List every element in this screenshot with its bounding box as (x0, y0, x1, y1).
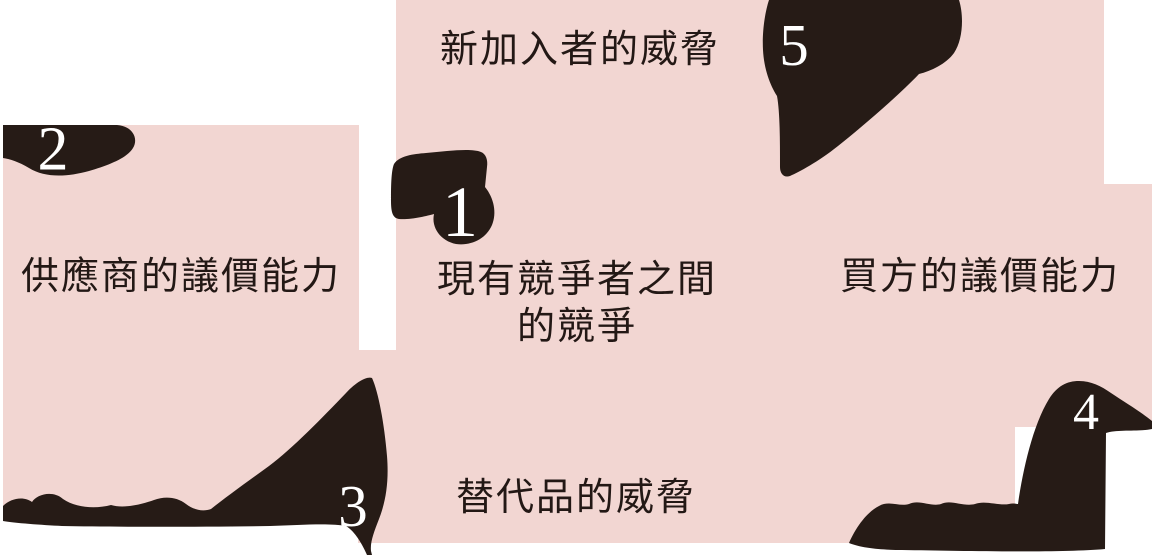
numeral-3: 3 (338, 473, 368, 540)
label-buyers: 買方的議價能力 (840, 256, 1121, 298)
label-substitutes: 替代品的威脅 (456, 477, 697, 519)
brush-badge-new-entrants (762, 0, 962, 177)
brush-badge-substitutes (3, 377, 388, 555)
numeral-4: 4 (1073, 383, 1099, 441)
label-rivalry-line1: 現有競爭者之間 (436, 259, 717, 301)
brush-badge-buyers (849, 381, 1152, 552)
brush-badge-rivalry (391, 150, 495, 245)
label-suppliers: 供應商的議價能力 (21, 256, 342, 298)
numeral-2: 2 (37, 115, 69, 184)
numeral-5: 5 (779, 12, 809, 79)
label-rivalry-line2: 的競爭 (516, 306, 637, 348)
brush-badge-suppliers (3, 125, 136, 176)
numeral-1: 1 (442, 172, 478, 253)
label-rivalry: 現有競爭者之間 的競爭 (397, 257, 757, 351)
label-new-entrants: 新加入者的威脅 (440, 29, 721, 71)
